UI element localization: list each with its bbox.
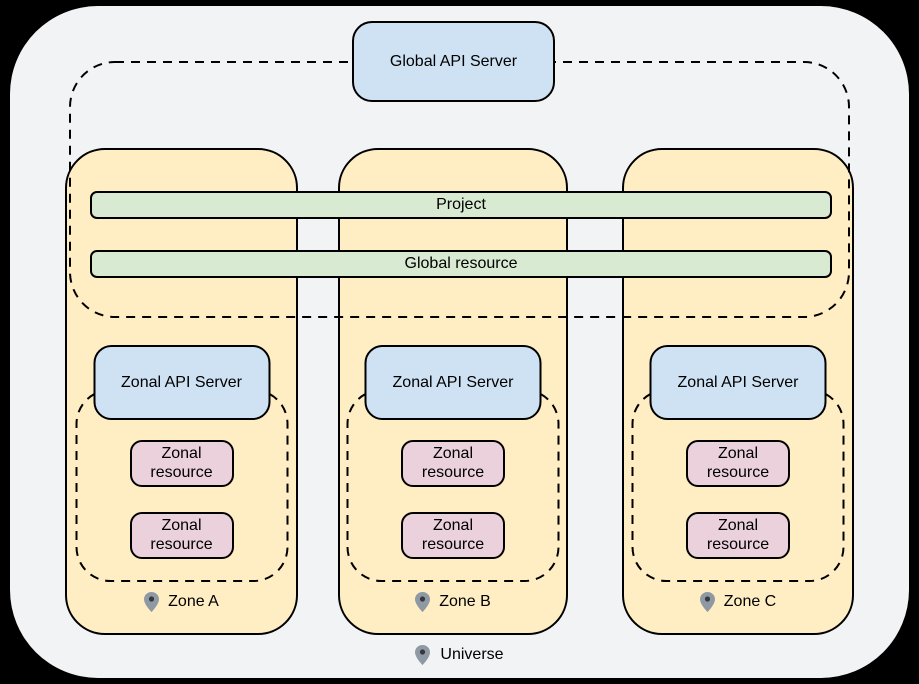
zone-c-label: Zone C <box>624 592 852 612</box>
zonal-resource-box: Zonal resource <box>129 440 234 487</box>
zonal-resource-label: Zonal resource <box>150 444 213 481</box>
zone-name: Zone C <box>723 593 777 610</box>
project-bar-label: Project <box>436 196 486 213</box>
location-pin-icon <box>415 592 431 612</box>
location-pin-icon <box>415 645 431 665</box>
global-resource-bar-label: Global resource <box>404 255 518 272</box>
zonal-resource-box: Zonal resource <box>686 440 790 487</box>
zonal-api-server-box: Zonal API Server <box>649 345 827 420</box>
universe-name: Universe <box>440 646 504 663</box>
zone-a-container: Zonal API Server Zonal resource Zonal re… <box>65 148 298 635</box>
zone-b-label: Zone B <box>340 592 566 612</box>
zone-c-container: Zonal API Server Zonal resource Zonal re… <box>622 148 854 635</box>
global-resource-bar: Global resource <box>90 250 832 278</box>
zone-name: Zone B <box>439 593 491 610</box>
zone-name: Zone A <box>168 593 219 610</box>
zonal-resource-label: Zonal resource <box>706 516 770 553</box>
zone-b-container: Zonal API Server Zonal resource Zonal re… <box>338 148 568 635</box>
universe-label: Universe <box>0 645 919 665</box>
location-pin-icon <box>144 592 160 612</box>
project-bar: Project <box>90 191 832 219</box>
global-api-server-box: Global API Server <box>352 21 555 102</box>
zonal-resource-box: Zonal resource <box>401 512 505 559</box>
zonal-api-server-box: Zonal API Server <box>93 345 270 420</box>
zone-a-label: Zone A <box>67 592 296 612</box>
zonal-api-server-box: Zonal API Server <box>364 345 542 420</box>
zonal-api-server-label: Zonal API Server <box>121 373 242 391</box>
zonal-api-server-label: Zonal API Server <box>392 373 514 391</box>
location-pin-icon <box>699 592 715 612</box>
zonal-resource-box: Zonal resource <box>129 512 234 559</box>
zonal-resource-label: Zonal resource <box>150 516 213 553</box>
zonal-resource-label: Zonal resource <box>421 516 485 553</box>
zonal-resource-label: Zonal resource <box>421 444 485 481</box>
zonal-resource-box: Zonal resource <box>401 440 505 487</box>
global-api-server-label: Global API Server <box>389 52 518 70</box>
zonal-resource-label: Zonal resource <box>706 444 770 481</box>
zonal-api-server-label: Zonal API Server <box>677 373 799 391</box>
zonal-resource-box: Zonal resource <box>686 512 790 559</box>
